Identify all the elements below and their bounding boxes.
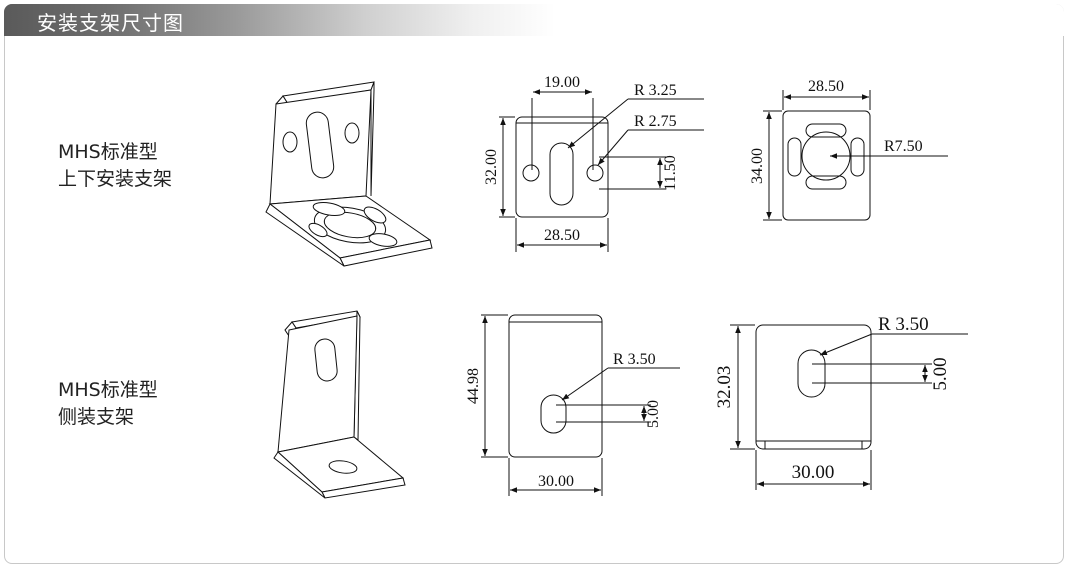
dim-row2-base-slot-length: 5.00	[930, 357, 951, 390]
dim-row1-base-width: 28.50	[808, 78, 844, 95]
bracket-iso-1-holes	[282, 111, 398, 247]
dim-row2-side-height: 44.98	[465, 368, 482, 404]
dim-row2-base-slot-radius: R 3.50	[878, 314, 929, 335]
base-view-1	[763, 90, 948, 221]
dim-row1-slot-radius: R 3.25	[634, 82, 677, 99]
dim-row2-base-width: 30.00	[792, 462, 835, 483]
base-view-2	[730, 324, 968, 490]
bracket-iso-2	[273, 310, 406, 499]
row2-label-line1: MHS标准型	[58, 379, 158, 401]
dim-row1-height: 32.00	[483, 149, 500, 185]
technical-drawing: 19.00 R 3.25 R 2.75 32.00 28.50 11.50 28…	[265, 74, 968, 499]
dim-row2-base-height: 32.03	[714, 366, 735, 409]
dim-row1-base-height: 34.00	[749, 148, 766, 184]
side-view-2	[481, 314, 680, 496]
dim-row2-side-slot-radius: R 3.50	[613, 351, 656, 368]
dim-row1-top-width: 19.00	[544, 74, 580, 91]
row1-label-line1: MHS标准型	[58, 141, 158, 163]
dim-row1-hole-spacing: 11.50	[662, 155, 679, 190]
dim-row1-width: 28.50	[544, 227, 580, 244]
dim-row1-center-radius: R7.50	[884, 138, 923, 155]
row1-label-line2: 上下安装支架	[58, 168, 173, 190]
section-title: 安装支架尺寸图	[37, 11, 184, 35]
dim-row1-hole-radius: R 2.75	[634, 113, 677, 130]
dim-row2-side-width: 30.00	[538, 473, 574, 490]
front-view-1	[499, 89, 704, 252]
title-bar: 安装支架尺寸图	[4, 4, 1064, 36]
dim-row2-side-slot-length: 5.00	[645, 400, 662, 428]
row2-label-line2: 侧装支架	[58, 406, 135, 428]
